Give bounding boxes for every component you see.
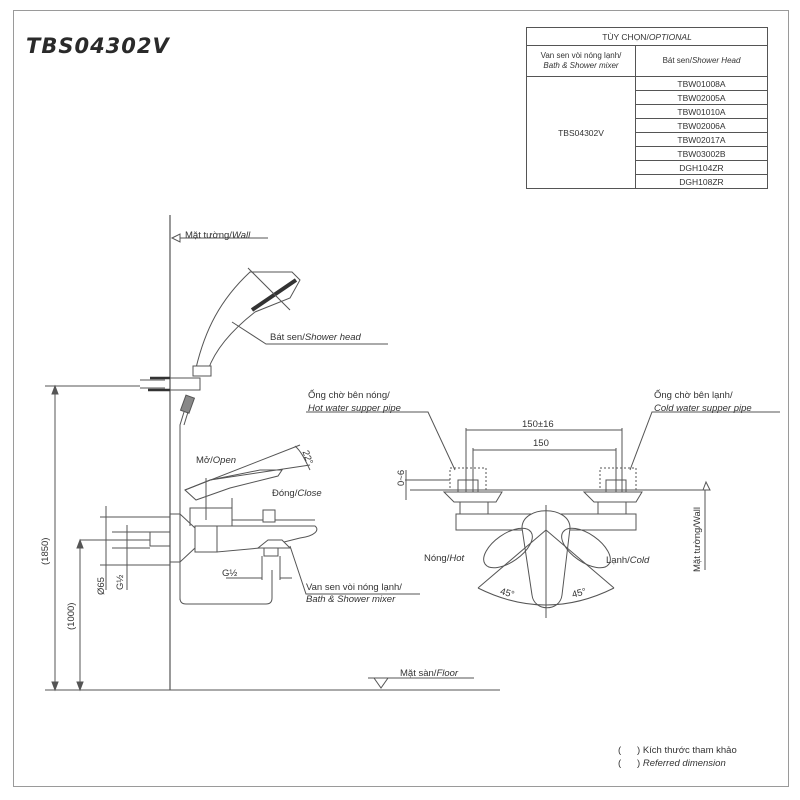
drawing-frame <box>13 10 789 787</box>
mixer-label-line1: Van sen vòi nóng lạnh/ <box>306 582 402 593</box>
close-label: Đóng/Close <box>272 488 322 499</box>
shower-head-option: DGH108ZR <box>635 174 768 189</box>
spacing-label: 150 <box>533 438 549 449</box>
mixer-front-drawing <box>306 411 780 618</box>
open-label: Mở/Open <box>196 455 237 466</box>
mixer-model-cell: TBS04302V <box>526 76 636 189</box>
hot-pipe-label-line1: Ống chờ bên nóng/ <box>308 390 390 401</box>
mixer-side-drawing <box>149 444 420 605</box>
note-line2: ( ) Referred dimension <box>618 758 726 769</box>
height-total-label: (1850) <box>40 537 51 565</box>
shower-head-label: Bát sen/Shower head <box>270 332 361 343</box>
column-header-mixer: Van sen vòi nóng lạnh/Bath & Shower mixe… <box>526 45 636 77</box>
cold-pipe-label-line1: Ống chờ bên lạnh/ <box>654 390 733 401</box>
height-dimensions <box>45 384 170 692</box>
wall-line <box>169 215 268 690</box>
spacing-tolerance-label: 150±16 <box>522 419 554 430</box>
height-mixer-label: (1000) <box>66 602 77 630</box>
thread-bottom-label: G½ <box>222 568 238 579</box>
hot-pipe-label-line2: Hot water supper pipe <box>308 403 401 414</box>
cold-label: Lạnh/Cold <box>606 555 650 566</box>
wall-vertical-label: Mặt tường/Wall <box>692 506 703 572</box>
hot-label: Nóng/Hot <box>424 553 465 564</box>
floor-label: Mặt sàn/Floor <box>400 668 459 679</box>
thread-side-label: G½ <box>115 574 126 590</box>
shower-head-drawing <box>140 267 388 600</box>
note-line1: ( ) Kích thước tham khảo <box>618 745 737 756</box>
diameter-label: Ø65 <box>96 577 107 595</box>
cold-pipe-label-line2: Cold water supper pipe <box>654 403 752 414</box>
model-title: TBS04302V <box>26 34 170 58</box>
wall-label: Mặt tường/Wall <box>185 230 251 241</box>
offset-label: 0~6 <box>396 469 407 486</box>
options-table: TÙY CHỌN/OPTIONAL Van sen vòi nóng lạnh/… <box>526 27 768 189</box>
floor-line <box>45 677 500 691</box>
mixer-label-line2: Bath & Shower mixer <box>306 594 396 605</box>
